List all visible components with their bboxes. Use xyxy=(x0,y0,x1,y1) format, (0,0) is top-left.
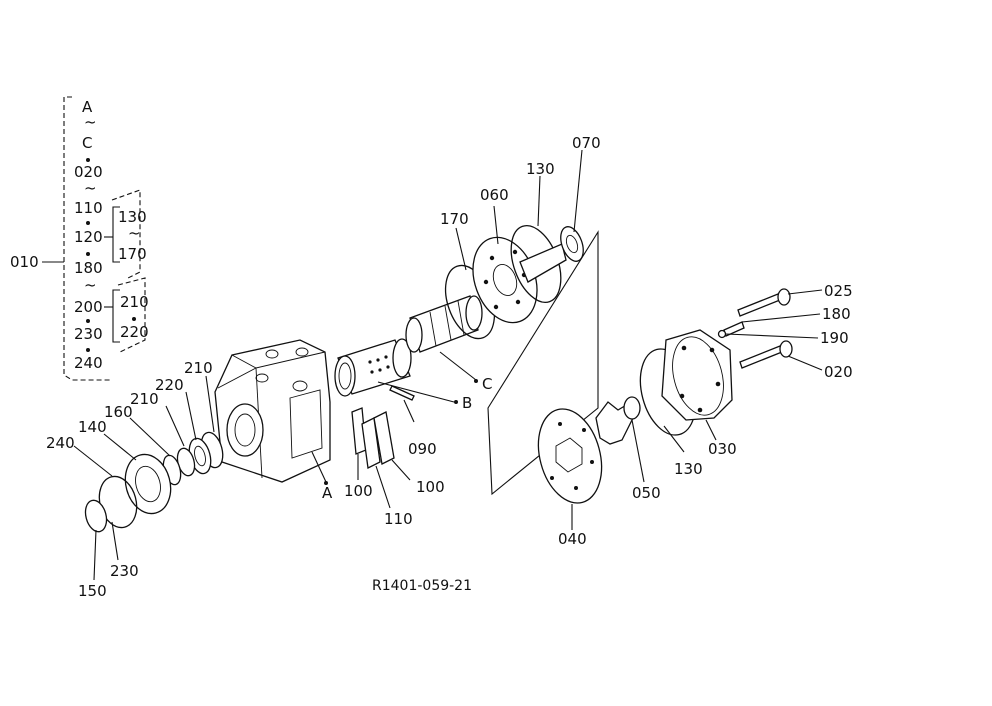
callout-160: 160 xyxy=(104,403,133,421)
tree-dot xyxy=(86,319,90,323)
callout-130-top: 130 xyxy=(526,160,555,178)
callout-110: 110 xyxy=(384,510,413,528)
tree-item-240: 240 xyxy=(74,354,103,372)
tree-dot xyxy=(86,221,90,225)
end-cap-030 xyxy=(661,329,733,421)
tree-sub1-130: 130 xyxy=(118,208,147,226)
callout-050: 050 xyxy=(632,484,661,502)
gerotor-040 xyxy=(537,408,603,504)
tree-item-a: A xyxy=(82,98,93,116)
tree-range-sym: ~ xyxy=(84,113,97,131)
tree-range-sym: ~ xyxy=(128,224,141,242)
main-bracket xyxy=(63,96,112,381)
tree-dot xyxy=(132,317,136,321)
centering-springs xyxy=(351,407,395,469)
callout-dot-a xyxy=(324,481,328,485)
tree-item-230: 230 xyxy=(74,325,103,343)
check-ball-parts xyxy=(717,321,745,339)
callout-040: 040 xyxy=(558,530,587,548)
drawing-code: R1401-059-21 xyxy=(372,578,472,594)
callouts: 070 130 060 170 025 180 190 020 210 220 … xyxy=(46,134,853,600)
leader-lines xyxy=(73,149,823,581)
callout-100-b: 100 xyxy=(416,478,445,496)
tree-item-020: 020 xyxy=(74,163,103,181)
sub2-dashed xyxy=(117,277,146,353)
callout-070: 070 xyxy=(572,134,601,152)
tree-item-110: 110 xyxy=(74,199,103,217)
seal-160-140 xyxy=(124,453,182,515)
snap-ring-150 xyxy=(84,499,108,533)
callout-240: 240 xyxy=(46,434,75,452)
tree-sub2-210: 210 xyxy=(120,293,149,311)
tree-item-120: 120 xyxy=(74,228,103,246)
bearing-210-220 xyxy=(176,431,224,477)
callout-025: 025 xyxy=(824,282,853,300)
callout-140: 140 xyxy=(78,418,107,436)
tree-range-sym: ~ xyxy=(84,179,97,197)
tree-root-010: 010 xyxy=(10,253,39,271)
tree-dot xyxy=(86,348,90,352)
callout-a: A xyxy=(322,484,333,502)
callout-130-right: 130 xyxy=(674,460,703,478)
callout-230: 230 xyxy=(110,562,139,580)
spacer-050 xyxy=(623,396,641,420)
callout-c: C xyxy=(482,375,492,393)
callout-210-a: 210 xyxy=(184,359,213,377)
callout-060: 060 xyxy=(480,186,509,204)
sub2-bracket xyxy=(112,289,120,343)
callout-030: 030 xyxy=(708,440,737,458)
callout-dot-c xyxy=(474,379,478,383)
callout-b: B xyxy=(462,394,472,412)
valve-housing xyxy=(214,339,331,483)
tree-sub2-220: 220 xyxy=(120,323,149,341)
callout-210-b: 210 xyxy=(130,390,159,408)
sub1-bracket xyxy=(112,206,120,263)
tree-item-c: C xyxy=(82,134,92,152)
tree-item-200: 200 xyxy=(74,298,103,316)
assembly-guide-box xyxy=(487,230,599,496)
callout-100-a: 100 xyxy=(344,482,373,500)
pin-090 xyxy=(389,385,415,401)
callout-090: 090 xyxy=(408,440,437,458)
tree-dot xyxy=(86,252,90,256)
tree-item-180: 180 xyxy=(74,259,103,277)
callout-150: 150 xyxy=(78,582,107,600)
callout-170: 170 xyxy=(440,210,469,228)
callout-190: 190 xyxy=(820,329,849,347)
tree-range-sym: ~ xyxy=(84,276,97,294)
assembly-tree: 010 A ~ C 020 ~ 110 120 180 ~ 200 230 24… xyxy=(10,96,149,381)
callout-dot-b xyxy=(454,400,458,404)
callout-020: 020 xyxy=(824,363,853,381)
sleeve-spool xyxy=(334,338,412,397)
bolt-020 xyxy=(739,340,793,369)
drive-070 xyxy=(519,226,584,283)
tree-sub1-170: 170 xyxy=(118,245,147,263)
callout-180: 180 xyxy=(822,305,851,323)
tree-dot xyxy=(86,158,90,162)
callout-220: 220 xyxy=(155,376,184,394)
drive-shaft-spool xyxy=(405,295,483,353)
bolt-025 xyxy=(737,288,791,317)
